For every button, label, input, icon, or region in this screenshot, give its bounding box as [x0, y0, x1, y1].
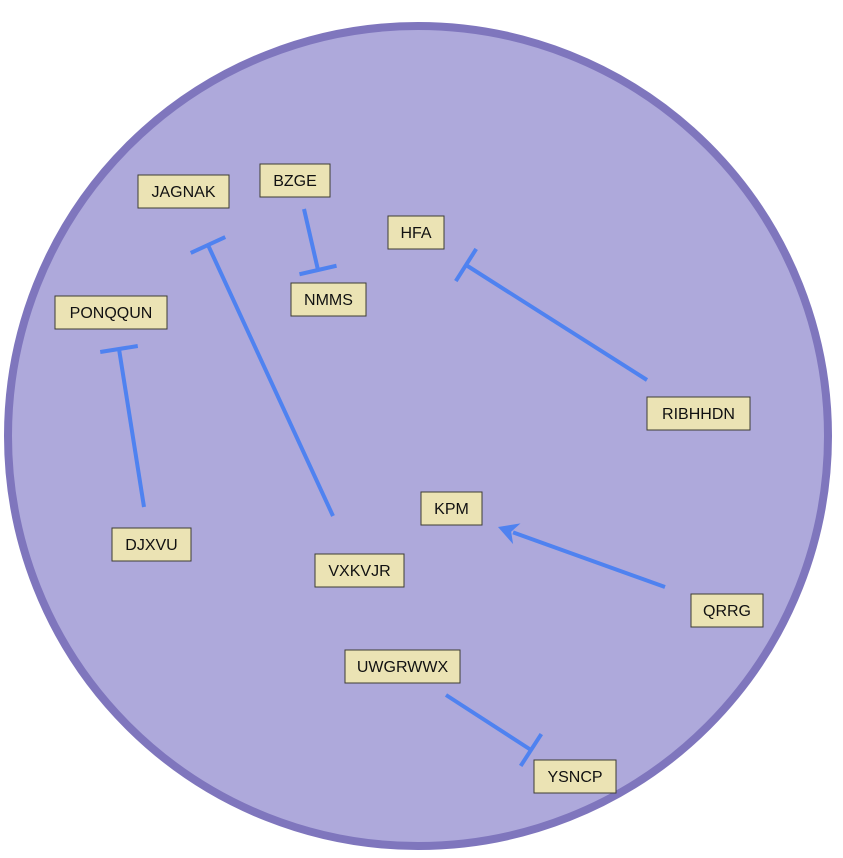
edge-line	[117, 348, 146, 508]
node-label: NMMS	[304, 292, 353, 309]
node-vxkvjr[interactable]: VXKVJR	[314, 553, 405, 588]
node-hfa[interactable]: HFA	[387, 215, 445, 250]
node-qrrg[interactable]: QRRG	[690, 593, 764, 628]
edge-bzge-nmms	[299, 208, 337, 277]
node-label: YSNCP	[547, 769, 602, 786]
node-ribhhdn[interactable]: RIBHHDN	[646, 396, 751, 431]
node-ysncp[interactable]: YSNCP	[533, 759, 617, 794]
node-label: DJXVU	[125, 537, 177, 554]
edge-line	[302, 208, 320, 271]
node-label: HFA	[400, 225, 431, 242]
node-label: QRRG	[703, 603, 751, 620]
edge-djxvu-ponqqun	[99, 344, 146, 508]
node-label: JAGNAK	[151, 184, 215, 201]
inhibition-tbar	[518, 732, 544, 768]
edge-line	[206, 244, 335, 517]
inhibition-tbar	[189, 235, 227, 255]
inhibition-tbar	[299, 263, 337, 277]
inhibition-tbar	[454, 247, 478, 283]
node-label: KPM	[434, 501, 469, 518]
node-djxvu[interactable]: DJXVU	[111, 527, 192, 562]
node-label: RIBHHDN	[662, 406, 735, 423]
node-label: UWGRWWX	[357, 659, 449, 676]
node-nmms[interactable]: NMMS	[290, 282, 367, 317]
edge-vxkvjr-jagnak	[189, 235, 335, 517]
node-label: VXKVJR	[328, 563, 390, 580]
edge-qrrg-kpm	[498, 523, 666, 589]
node-label: BZGE	[273, 173, 317, 190]
node-bzge[interactable]: BZGE	[259, 163, 331, 198]
edge-line	[444, 693, 533, 752]
inhibition-tbar	[99, 344, 139, 354]
node-ponqqun[interactable]: PONQQUN	[54, 295, 168, 330]
edges-layer	[99, 208, 666, 768]
activation-arrowhead	[498, 523, 521, 545]
edge-line	[464, 263, 649, 382]
edge-line	[512, 530, 666, 589]
node-label: PONQQUN	[70, 305, 153, 322]
node-uwgrwwx[interactable]: UWGRWWX	[344, 649, 461, 684]
compartment	[4, 22, 832, 850]
edge-ribhhdn-hfa	[454, 247, 649, 382]
edge-uwgrwwx-ysncp	[444, 693, 544, 768]
node-kpm[interactable]: KPM	[420, 491, 483, 526]
node-jagnak[interactable]: JAGNAK	[137, 174, 230, 209]
